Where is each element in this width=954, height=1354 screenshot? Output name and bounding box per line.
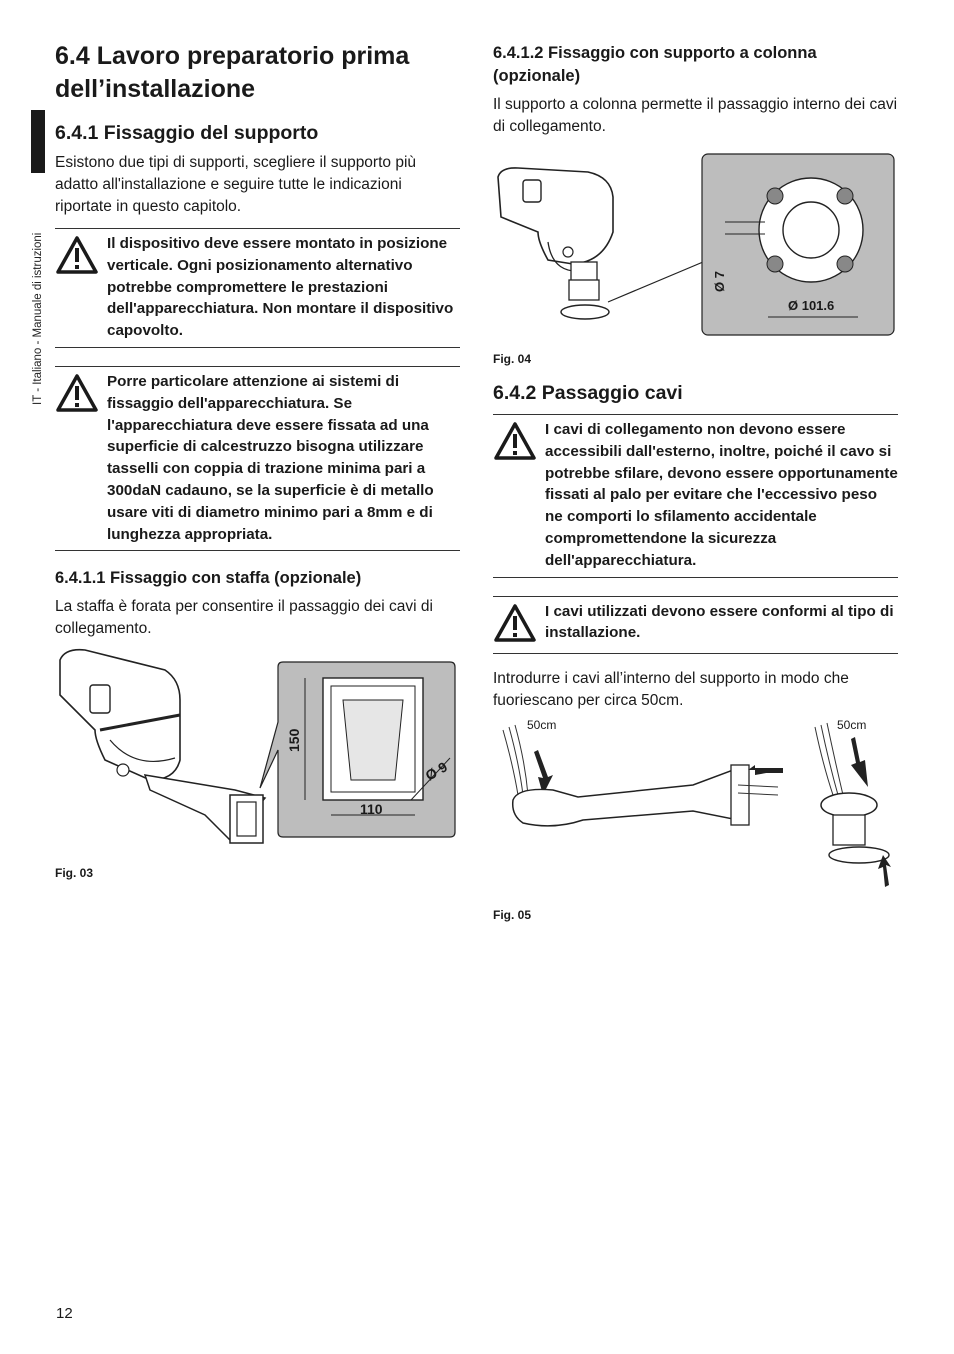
cable-length-label-left: 50cm: [527, 718, 557, 732]
warning-icon: [55, 233, 107, 342]
subsection-title-641: 6.4.1 Fissaggio del supporto: [55, 122, 319, 144]
right-column: 6.4.1.2 Fissaggio con supporto a colonna…: [493, 42, 898, 138]
figure-04-column-drawing: [497, 153, 895, 336]
warning-text-4: I cavi utilizzati devono essere conformi…: [545, 602, 894, 642]
paragraph-6411: La staffa è forata per consentire il pas…: [55, 598, 433, 638]
dim-height-label: 150: [286, 728, 302, 752]
warning-box-1: Il dispositivo deve essere montato in po…: [55, 228, 460, 348]
paragraph-6412: Il supporto a colonna permette il passag…: [493, 96, 898, 135]
section-642: 6.4.2 Passaggio cavi I cavi di collegame…: [493, 380, 898, 712]
figure-caption: Fig. 05: [493, 908, 532, 922]
warning-text-3: I cavi di collegamento non devono essere…: [545, 421, 898, 569]
left-column: 6.4 Lavoro preparatorio prima dell’insta…: [55, 40, 460, 640]
warning-box-4: I cavi utilizzati devono essere conformi…: [493, 595, 898, 654]
sidebar-marker: [31, 110, 45, 173]
figure-05-cable-drawing: [502, 722, 891, 887]
warning-icon: [493, 419, 545, 572]
dim-diameter-label: Ø 101.6: [788, 298, 835, 313]
warning-icon: [493, 601, 545, 648]
subsection-title-642: 6.4.2 Passaggio cavi: [493, 382, 683, 404]
section-title: 6.4 Lavoro preparatorio prima dell’insta…: [55, 42, 410, 103]
paragraph-642: Introdurre i cavi all’interno del suppor…: [493, 669, 849, 709]
paragraph-641: Esistono due tipi di supporti, scegliere…: [55, 154, 417, 215]
figure-03-bracket-drawing: [59, 648, 456, 844]
warning-box-2: Porre particolare attenzione ai sistemi …: [55, 365, 460, 552]
dim-hole-label: Ø 7: [712, 271, 727, 292]
subsection-title-6411: 6.4.1.1 Fissaggio con staffa (opzionale): [55, 569, 362, 588]
dim-width-label: 110: [360, 801, 383, 817]
sidebar-label: IT - Italiano - Manuale di istruzioni: [32, 232, 44, 405]
warning-box-3: I cavi di collegamento non devono essere…: [493, 414, 898, 578]
warning-text-1: Il dispositivo deve essere montato in po…: [107, 235, 454, 340]
cable-length-label-right: 50cm: [837, 718, 867, 732]
figure-caption: Fig. 04: [493, 352, 532, 366]
figure-caption: Fig. 03: [55, 866, 94, 880]
subsection-title-6412: 6.4.1.2 Fissaggio con supporto a colonna…: [493, 44, 817, 85]
warning-text-2: Porre particolare attenzione ai sistemi …: [107, 372, 434, 543]
page-number: 12: [56, 1305, 73, 1322]
warning-icon: [55, 371, 107, 545]
